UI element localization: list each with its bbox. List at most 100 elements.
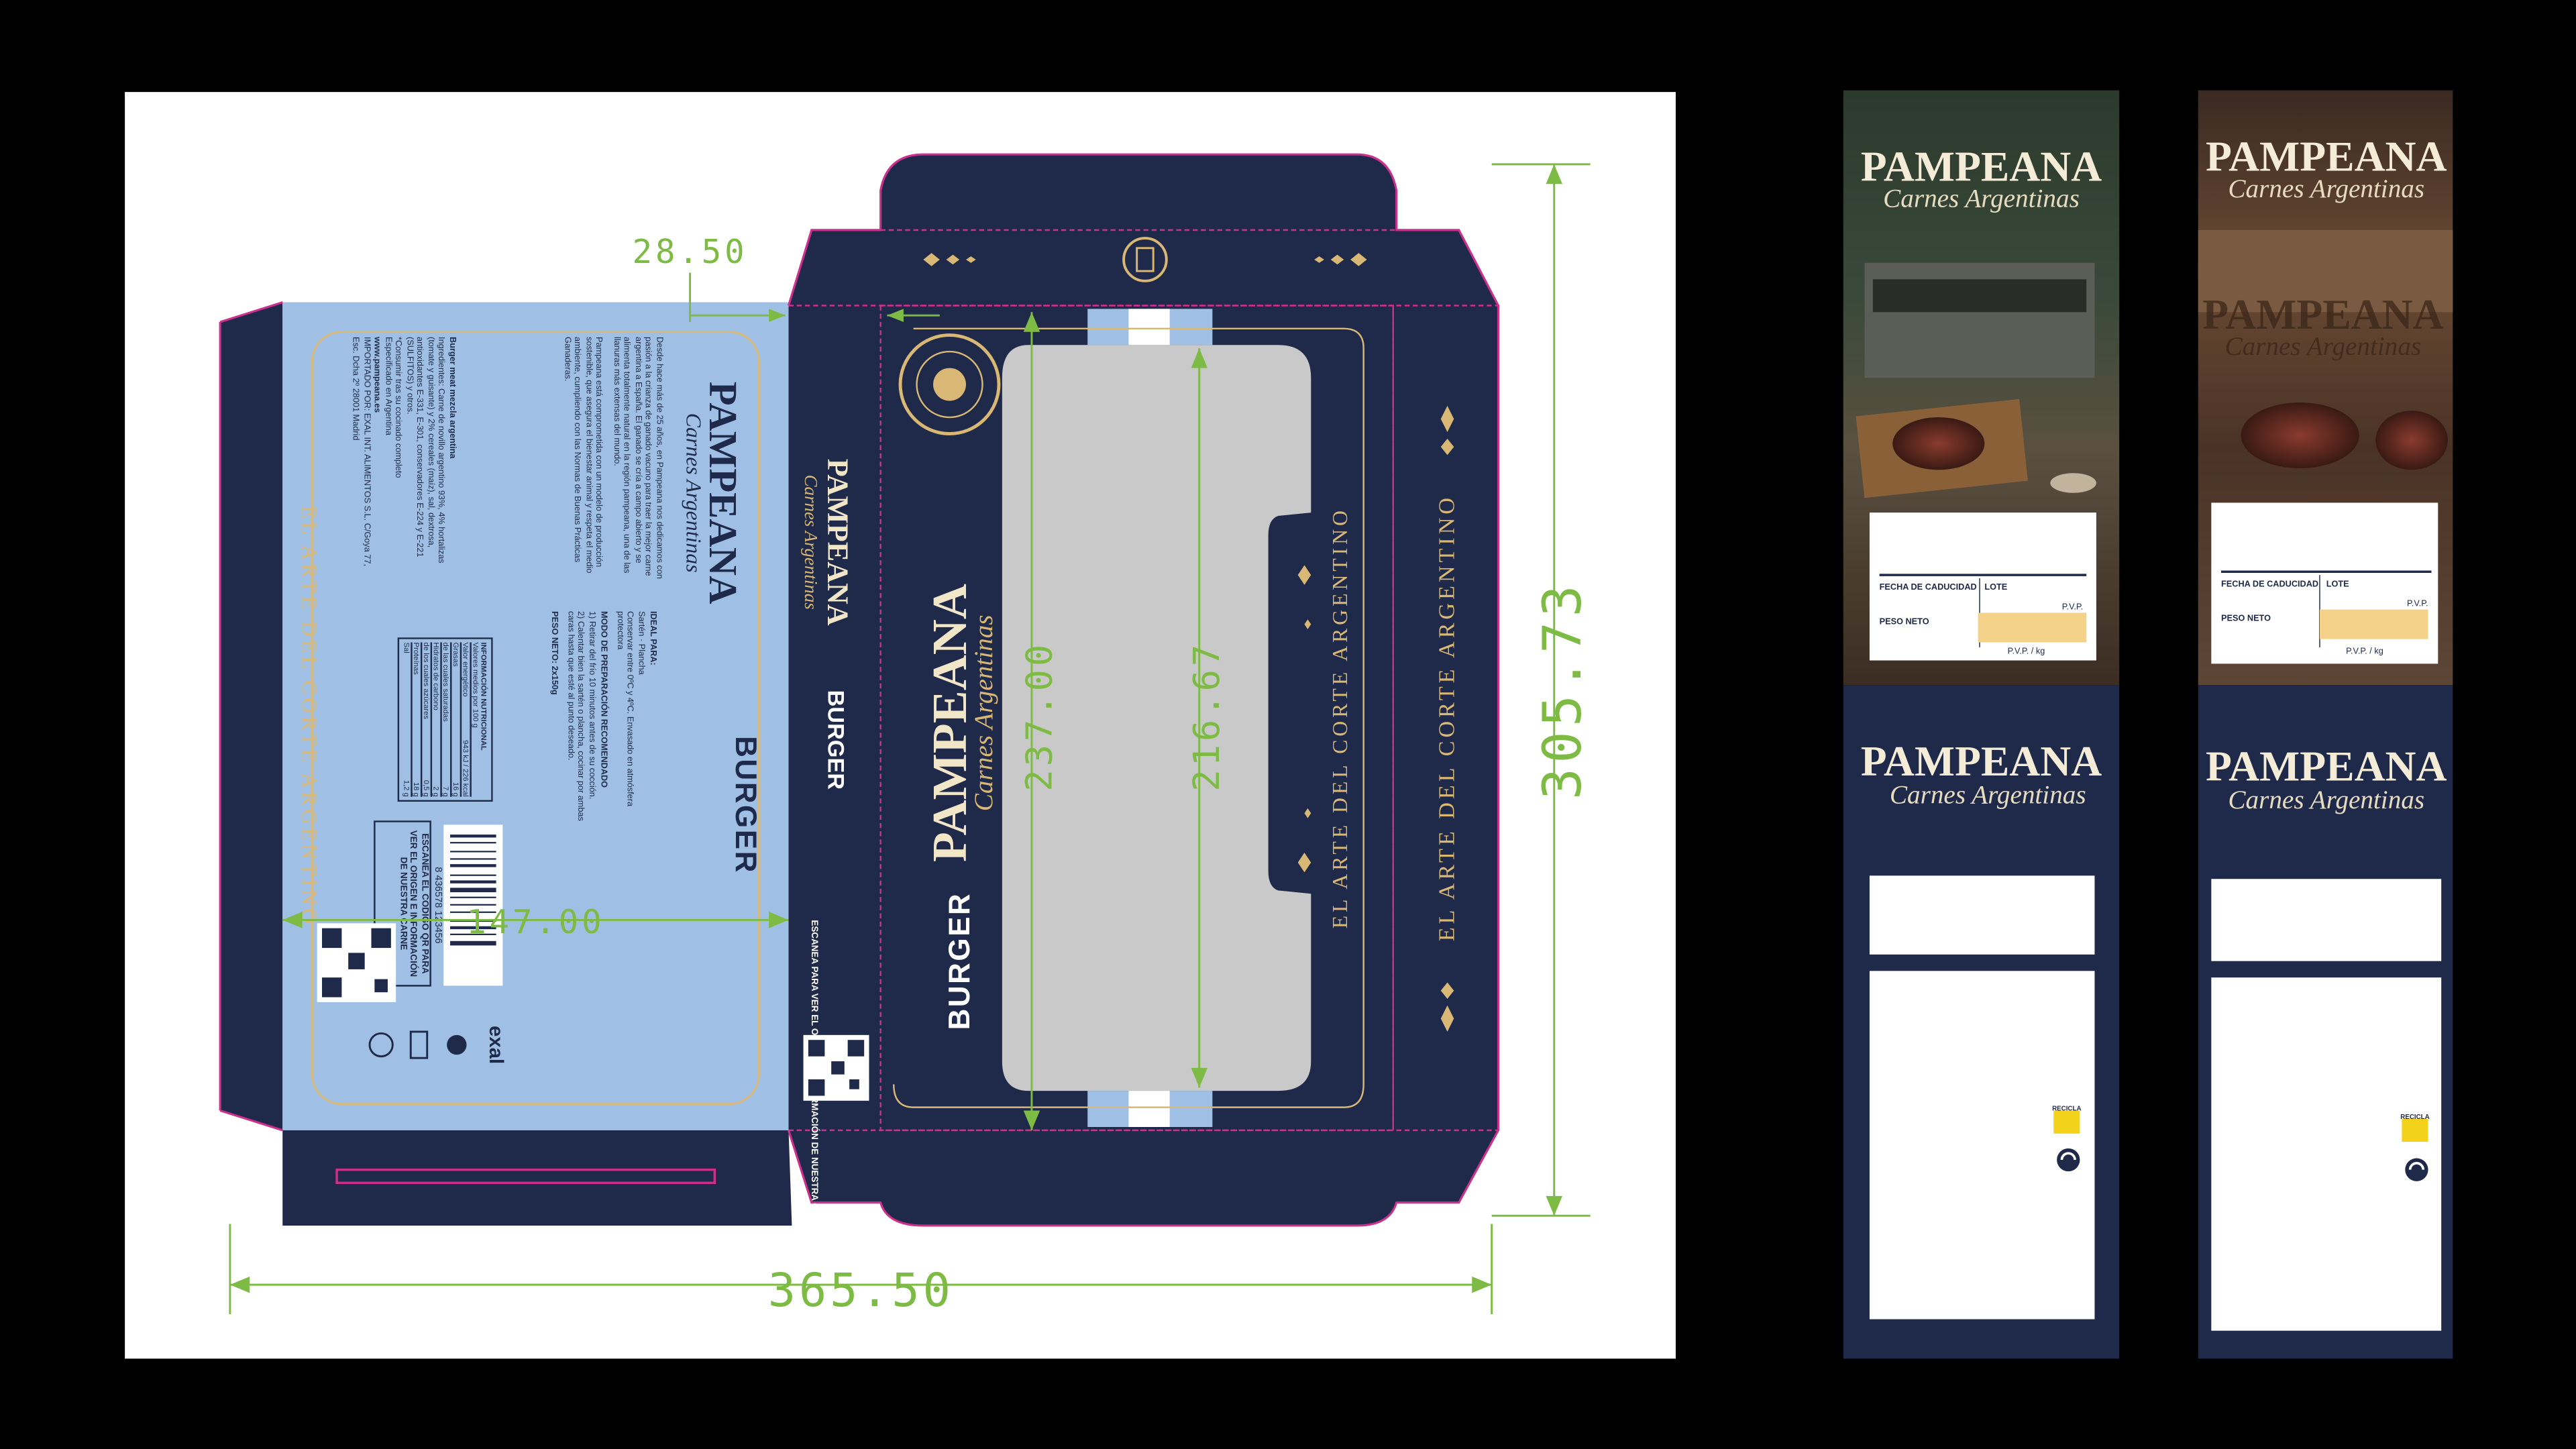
spine-brand-tagline: Carnes Argentinas <box>801 475 821 610</box>
label1-lot: LOTE <box>1984 582 2007 592</box>
ideal-para-title: IDEAL PARA: <box>647 611 657 665</box>
label2-bottom-brand-name: PAMPEANA <box>2206 742 2447 790</box>
label1-recycle-icon <box>2053 1110 2080 1134</box>
label1-pvp-kg: P.V.P. / kg <box>2008 646 2045 656</box>
back-product-name: BURGER <box>729 736 762 874</box>
barcode-bar <box>450 911 496 913</box>
label1-brand-tagline: Carnes Argentinas <box>1883 184 2080 213</box>
label1-white-field-small <box>1869 875 2095 955</box>
dim-panel-width: 147.00 <box>466 903 604 941</box>
barcode-bar <box>450 888 496 893</box>
nutrition-label: Sal <box>402 642 411 653</box>
nutrition-value: 0,5 g <box>422 780 431 797</box>
nutrition-row: Hidratos de carbono 2 g <box>432 642 442 797</box>
nutrition-value: 943 kJ / 226 kcal <box>462 740 470 797</box>
barcode-bar <box>450 880 496 883</box>
label2-recycle-text: RECICLA <box>2400 1114 2429 1121</box>
dimension-labels: 365.50 28.50 147.00 305.73 237.00 216.67 <box>466 233 1593 1318</box>
barcode: 8 436578 123456 <box>433 824 503 986</box>
barcode-bar <box>450 851 496 853</box>
ideal-para-2: Plancha <box>636 643 647 675</box>
back-panel-content: PAMPEANA <box>311 331 760 1106</box>
ingredients-title: Burger meat mezcla argentina <box>447 337 457 459</box>
barcode-bar <box>450 835 496 838</box>
dimension-lines <box>229 163 1591 1315</box>
back-preparation-block: IDEAL PARA: Sartén · Plancha Conservar e… <box>548 611 657 821</box>
left-glue-flap <box>220 302 283 1130</box>
back-brand-name: PAMPEANA <box>535 365 537 374</box>
barcode-bar <box>450 896 496 898</box>
nutrition-value: 2 g <box>432 786 441 797</box>
preparation-title: MODO DE PREPARACIÓN RECOMENDADO <box>598 611 608 788</box>
label2-green-dot-icon <box>2405 1158 2428 1181</box>
commitment-text: Pampeana está comprometida con un modelo… <box>561 337 604 574</box>
label1-pvp: P.V.P. <box>2062 602 2084 612</box>
dim-tuck-flap: 28.50 <box>633 233 748 271</box>
dim-window-inner: 216.67 <box>1185 641 1228 792</box>
box-dieline: PAMPEANA Carnes Argentinas BURGER EL ART… <box>219 153 1500 1235</box>
label2-lot: LOTE <box>2326 578 2349 588</box>
nutrition-value: 16 g <box>451 782 460 797</box>
nutrition-value: 7 g <box>441 786 451 797</box>
back-bottom-flap <box>282 1130 792 1226</box>
back-logo: PAMPEANA Carnes Argentinas <box>682 382 745 604</box>
label2-photo-brand-name: PAMPEANA <box>2202 290 2443 338</box>
barcode-bar <box>450 904 496 906</box>
nutrition-value: 1,2 g <box>402 780 411 797</box>
preparation-step-2: 2) Calentar bien la sartén o plancha, co… <box>564 611 586 821</box>
nutrition-label: Hidratos de carbono <box>432 642 441 710</box>
label2-photo-tagline: Carnes Argentinas <box>2224 332 2421 361</box>
front-logo: PAMPEANA Carnes Argentinas <box>922 584 998 862</box>
label1-net-weight: PESO NETO <box>1880 616 1929 627</box>
barcode-bar <box>450 933 496 935</box>
side-motto: EL ARTE DEL CORTE ARGENTINO <box>1434 494 1459 941</box>
barcode-bar <box>450 864 496 867</box>
label2-brand-name: PAMPEANA <box>2206 133 2447 180</box>
spine-qr-code <box>803 1034 869 1101</box>
dim-window-outer: 237.00 <box>1018 641 1060 792</box>
nutrition-label: de los cuales azúcares <box>422 642 431 720</box>
nutrition-label: Valor energético <box>462 642 470 697</box>
label2-pvp-kg: P.V.P. / kg <box>2346 646 2383 656</box>
top-tab-ornaments <box>923 237 1367 282</box>
certification-logos: exal <box>368 1026 507 1064</box>
net-weight-text: PESO NETO: 2x150g <box>548 611 559 695</box>
front-brand-name: PAMPEANA <box>922 584 977 862</box>
front-brand-tagline: Carnes Argentinas <box>969 614 998 811</box>
nutrition-subtitle: Valores medios por 100 g <box>471 642 480 728</box>
label2-recycle-icon <box>2402 1118 2428 1142</box>
label2-bottom-tagline: Carnes Argentinas <box>2228 786 2424 814</box>
label-strip-1: PAMPEANA Carnes Argentinas FECHA DE CADU… <box>1843 90 2120 1359</box>
label2-net-weight: PESO NETO <box>2221 613 2271 623</box>
barcode-bar <box>450 920 496 922</box>
barcode-number: 8 436578 123456 <box>433 867 443 943</box>
barcode-bar <box>450 858 496 860</box>
nutrition-row: Valor energético 943 kJ / 226 kcal <box>462 642 472 797</box>
conservar-text: Conservar entre 0ºC y 4ºC. Envasado en a… <box>614 611 635 807</box>
front-motto-inner: EL ARTE DEL CORTE ARGENTINO <box>1328 507 1352 928</box>
spine-brand-name: PAMPEANA <box>821 459 854 626</box>
website-text: www.pampeana.es <box>372 337 382 413</box>
nutrition-row: de las cuales saturadas 7 g <box>441 642 452 797</box>
nutrition-title: INFORMACIÓN NUTRICIONAL <box>480 642 488 751</box>
nutrition-row: de los cuales azúcares 0,5 g <box>422 642 433 797</box>
back-copy-block-1: Desde hace más de 25 años, en Pampeana n… <box>561 337 664 579</box>
nutrition-label: de las cuales saturadas <box>441 642 451 722</box>
origin-text: Especificado en Argentina <box>382 337 393 435</box>
nutrition-table: INFORMACIÓN NUTRICIONAL Valores medios p… <box>397 637 493 802</box>
label1-bottom-tagline: Carnes Argentinas <box>1890 781 2086 810</box>
label2-brand-tagline: Carnes Argentinas <box>2228 174 2424 203</box>
label1-recycle-text: RECICLA <box>2052 1106 2081 1113</box>
nutrition-label: Proteínas <box>412 642 421 675</box>
back-logo-name: PAMPEANA <box>701 382 745 604</box>
label2-pvp: P.V.P. <box>2407 598 2428 608</box>
scan-qr-text: ESCANEA EL CÓDIGO QR PARA VER EL ORIGEN … <box>397 830 429 977</box>
back-qr-code <box>317 923 396 1002</box>
label1-expiry: FECHA DE CADUCIDAD <box>1880 582 1977 592</box>
dim-overall-height: 305.73 <box>1532 580 1593 800</box>
product-window <box>1002 345 1311 1091</box>
origin-seal <box>898 333 1001 435</box>
label1-price-box <box>1978 612 2087 643</box>
